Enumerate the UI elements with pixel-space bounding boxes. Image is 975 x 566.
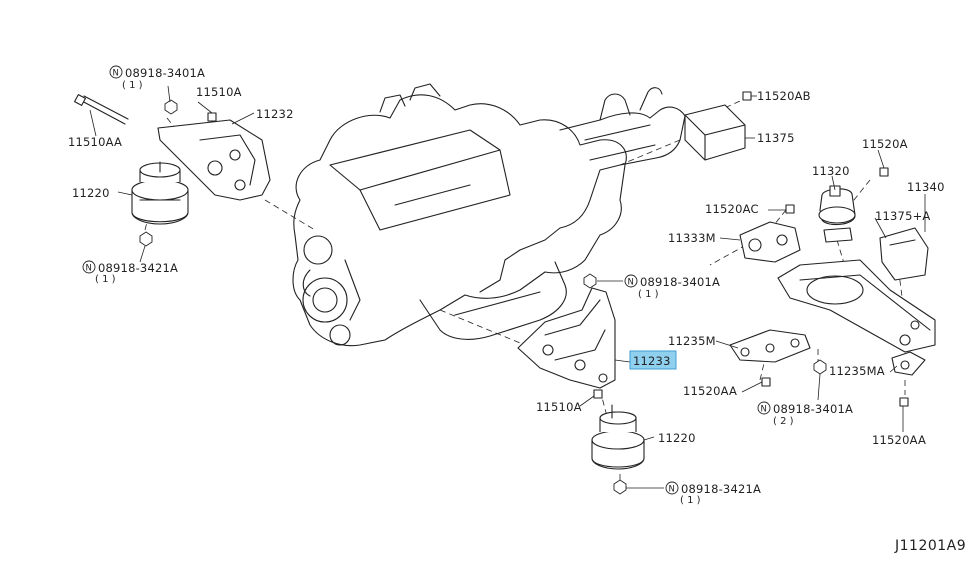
leader-lines [89,85,926,489]
callout-11510AA: 11510AA [68,135,122,149]
callout-08918-3401A: 08918-3401A [640,275,720,289]
callout-11340: 11340 [907,180,945,194]
callout-qty: ( 2 ) [773,416,794,427]
callout-qty: ( 1 ) [95,274,116,285]
callout-11520AB: 11520AB [757,89,811,103]
callout-11520AC: 11520AC [705,202,759,216]
callout-qty: ( 1 ) [122,80,143,91]
callout-11375-A: 11375+A [875,209,931,223]
n-symbol-icon: N [82,260,96,274]
svg-text:N: N [761,405,767,415]
callout-11233[interactable]: 11233 [633,354,671,368]
n-symbol-icon: N [624,274,638,288]
callout-11510A: 11510A [196,85,242,99]
rear-mount-11320 [818,167,889,243]
callout-11520AA: 11520AA [872,433,926,447]
callout-11520A: 11520A [862,137,908,151]
callout-qty: ( 1 ) [680,495,701,506]
n-symbol-icon: N [757,401,771,415]
callout-11520AA: 11520AA [683,384,737,398]
n-symbol-icon: N [665,481,679,495]
svg-text:N: N [669,485,675,495]
callout-qty: ( 1 ) [638,289,659,300]
callout-11220: 11220 [72,186,110,200]
bracket-11333M [739,204,801,263]
crossmember-11340 [777,227,936,353]
svg-text:N: N [113,69,119,79]
callout-11235MA: 11235MA [829,364,885,378]
left-engine-mount-11220 [131,161,189,247]
right-engine-mount-11220 [591,404,645,495]
insulator-11375 [684,91,752,161]
callout-08918-3421A: 08918-3421A [681,482,761,496]
callout-08918-3401A: 08918-3401A [125,66,205,80]
callout-08918-3421A: 08918-3421A [98,261,178,275]
plate-11235MA [813,351,926,407]
highlight-box [629,350,677,370]
callout-11320: 11320 [812,164,850,178]
n-symbol-icon: N [109,65,123,79]
right-mount-bracket-11233 [517,273,616,399]
callout-11232: 11232 [256,107,294,121]
engine-transmission-illustration [292,83,686,347]
diagram-reference-code: J11201A9 [894,538,966,554]
left-mount-bracket-11232 [74,94,271,201]
svg-text:N: N [86,264,92,274]
callout-11510A: 11510A [536,400,582,414]
callout-11220: 11220 [658,431,696,445]
callout-08918-3401A: 08918-3401A [773,402,853,416]
plate-11235M [729,329,811,387]
callout-11333M: 11333M [668,231,716,245]
svg-text:N: N [628,278,634,288]
callout-11375: 11375 [757,131,795,145]
callout-labels: N 08918-3401A ( 1 ) 11510A 11232 11510AA… [68,65,966,554]
callout-11235M: 11235M [668,334,716,348]
